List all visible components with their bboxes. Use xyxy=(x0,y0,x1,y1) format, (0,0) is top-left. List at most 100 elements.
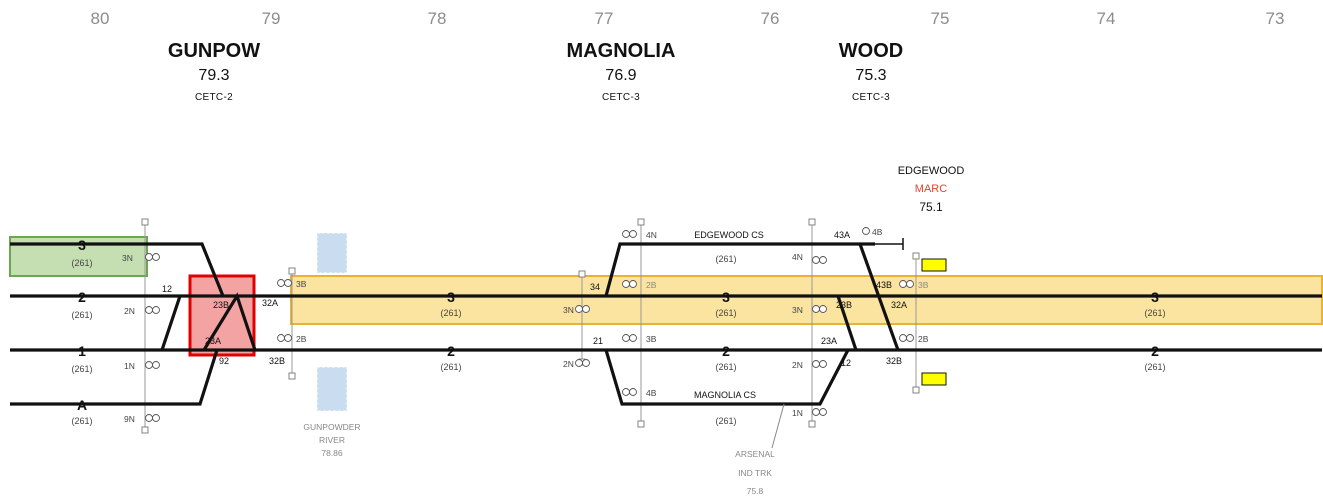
signal-head-icon xyxy=(622,334,630,342)
track-code: (261) xyxy=(715,308,736,318)
signal-head-icon xyxy=(812,408,820,416)
signal-head-icon xyxy=(575,359,583,367)
switch-12-wood: 12 xyxy=(841,358,851,368)
signal-head-icon xyxy=(152,306,160,314)
station-control: CETC-3 xyxy=(602,92,640,103)
route-block-yellow[interactable] xyxy=(290,275,1323,325)
signal-head-icon xyxy=(819,408,827,416)
signal-2n-magnolia[interactable]: 2N xyxy=(563,359,590,369)
track-code: (261) xyxy=(440,308,461,318)
signal-label: 3B xyxy=(646,334,657,344)
signal-4n-magnolia[interactable]: 4N xyxy=(622,230,657,240)
signal-3n[interactable]: 3N xyxy=(122,253,160,263)
gunpowder-river: GUNPOWDER RIVER 78.86 xyxy=(303,232,361,458)
signal-head-icon xyxy=(819,256,827,264)
station-gunpow[interactable]: GUNPOW 79.3 CETC-2 xyxy=(168,40,260,103)
signal-2n[interactable]: 2N xyxy=(124,306,160,316)
block-marker xyxy=(808,420,816,428)
signal-4b-wood[interactable]: 4B xyxy=(862,227,883,237)
switch-12: 12 xyxy=(162,284,172,294)
switch-34: 34 xyxy=(590,282,600,292)
station-magnolia[interactable]: MAGNOLIA 76.9 CETC-3 xyxy=(567,40,676,103)
signal-3b-magnolia[interactable]: 3B xyxy=(622,334,657,344)
edgewood-marc-station[interactable]: EDGEWOOD MARC 75.1 xyxy=(898,165,965,386)
signal-2n-wood[interactable]: 2N xyxy=(792,360,827,370)
river-name: GUNPOWDER xyxy=(303,422,360,432)
signal-head-icon xyxy=(819,305,827,313)
signal-2b[interactable]: 2B xyxy=(277,334,307,344)
block-marker xyxy=(141,426,149,434)
signal-head-icon xyxy=(622,388,630,396)
signal-3n-magnolia[interactable]: 3N xyxy=(563,305,590,315)
arsenal-lead xyxy=(771,403,785,449)
track-code: (261) xyxy=(71,310,92,320)
occupied-switch-red[interactable] xyxy=(188,274,256,357)
river-south xyxy=(316,366,348,412)
signal-label: 4N xyxy=(646,230,657,240)
signal-head-icon xyxy=(145,306,153,314)
signal-1n-wood[interactable]: 1N xyxy=(792,408,827,418)
signal-head-icon xyxy=(629,280,637,288)
station-control: CETC-2 xyxy=(195,92,233,103)
signal-label: 1N xyxy=(792,408,803,418)
signal-3b-wood[interactable]: 3B xyxy=(899,280,929,290)
signal-label: 3B xyxy=(918,280,929,290)
signal-head-icon xyxy=(906,280,914,288)
milepost-76: 76 xyxy=(761,9,780,28)
signal-head-icon xyxy=(899,280,907,288)
signal-label: 2B xyxy=(918,334,929,344)
signal-head-icon xyxy=(629,230,637,238)
milepost-75: 75 xyxy=(931,9,950,28)
signal-head-icon xyxy=(582,305,590,313)
platform-south xyxy=(921,372,947,386)
track-labels: 3 (261) 2 (261) 1 (261) A (261) 3 (261) … xyxy=(71,237,1165,426)
station-control: CETC-3 xyxy=(852,92,890,103)
block-marker xyxy=(288,372,296,380)
signal-head-icon xyxy=(812,305,820,313)
signal-head-icon xyxy=(575,305,583,313)
signal-head-icon xyxy=(906,334,914,342)
switch-43b: 43B xyxy=(876,280,892,290)
signal-head-icon xyxy=(284,279,292,287)
edgewood-name: EDGEWOOD xyxy=(898,165,965,177)
block-marker xyxy=(141,218,149,226)
signal-head-icon xyxy=(152,414,160,422)
signals[interactable]: 3N 2N 1N 9N 3B 2B xyxy=(122,227,929,424)
signal-3n-wood[interactable]: 3N xyxy=(792,305,827,315)
track-code: (261) xyxy=(1144,308,1165,318)
block-marker xyxy=(912,252,920,260)
track-label: 3 xyxy=(447,289,455,305)
industry-milepost: 75.8 xyxy=(747,486,764,496)
industry-name: ARSENAL xyxy=(735,449,775,459)
siding-labels: EDGEWOOD CS (261) MAGNOLIA CS (261) xyxy=(694,230,764,426)
track-label: A xyxy=(77,397,87,413)
signal-3b[interactable]: 3B xyxy=(277,279,307,289)
signal-4b-magnolia[interactable]: 4B xyxy=(622,388,657,398)
signal-head-icon xyxy=(145,253,153,261)
signal-label: 2B xyxy=(646,280,657,290)
signal-head-icon xyxy=(629,388,637,396)
station-name: MAGNOLIA xyxy=(567,40,676,62)
block-marker xyxy=(912,386,920,394)
signal-9n[interactable]: 9N xyxy=(124,414,160,424)
track-code: (261) xyxy=(1144,362,1165,372)
signal-label: 2N xyxy=(124,306,135,316)
signal-2b-wood[interactable]: 2B xyxy=(899,334,929,344)
station-milepost: 79.3 xyxy=(198,67,229,84)
block-marker xyxy=(808,218,816,226)
marc-label: MARC xyxy=(915,183,947,195)
block-marker xyxy=(288,267,296,275)
signal-4n-wood[interactable]: 4N xyxy=(792,252,827,264)
switch-21: 21 xyxy=(593,336,603,346)
track-label: 3 xyxy=(1151,289,1159,305)
signal-head-icon xyxy=(152,253,160,261)
track-code: (261) xyxy=(71,364,92,374)
switch-43a: 43A xyxy=(834,230,850,240)
signal-2b-magnolia[interactable]: 2B xyxy=(622,280,657,290)
station-wood[interactable]: WOOD 75.3 CETC-3 xyxy=(839,40,903,103)
milepost-79: 79 xyxy=(262,9,281,28)
signal-1n[interactable]: 1N xyxy=(124,361,160,371)
signal-label: 4N xyxy=(792,252,803,262)
signal-head-icon xyxy=(622,280,630,288)
signal-head-icon xyxy=(145,361,153,369)
